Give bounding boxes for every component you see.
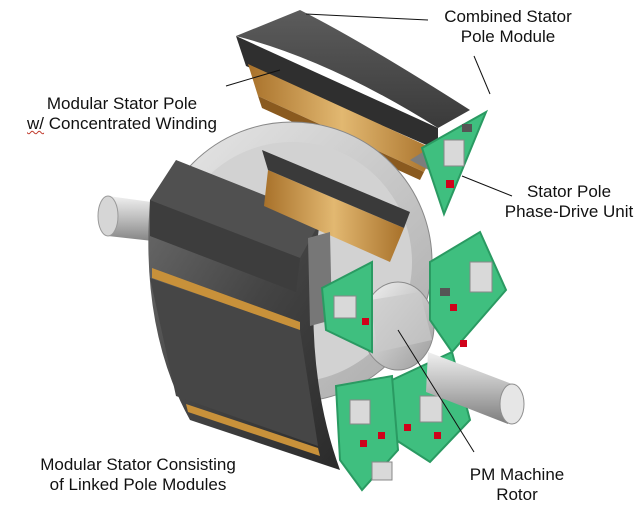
label-rotor-line2: Rotor [496, 485, 538, 504]
stator-body [148, 150, 410, 470]
label-stator-pole-phase-drive-unit: Stator Pole Phase-Drive Unit [496, 182, 642, 222]
winding-strip-1 [152, 268, 300, 330]
label-modular-pole-prefix: w/ [27, 114, 45, 133]
phase-drive-chip [443, 139, 465, 167]
label-combined-stator-pole-module: Combined Stator Pole Module [420, 7, 596, 47]
label-modular-pole-line1: Modular Stator Pole [46, 94, 198, 113]
pm-rotor-face [361, 281, 435, 371]
stator-pole-upper [150, 160, 322, 258]
label-modular-pole-rest: Concentrated Winding [44, 114, 217, 133]
leader-combined-module [305, 13, 429, 21]
leader-rotor [397, 329, 475, 453]
label-modular-stator-line1: Modular Stator Consisting [40, 455, 236, 474]
label-rotor-line1: PM Machine [469, 465, 565, 484]
inner-pole-top [262, 150, 410, 228]
stator-pole-upper-face [150, 200, 300, 292]
module-winding [248, 64, 436, 172]
label-modular-stator-linked: Modular Stator Consisting of Linked Pole… [8, 455, 268, 495]
label-modular-stator-pole: Modular Stator Pole w/ Concentrated Wind… [2, 94, 242, 134]
leader-phase-drive [461, 175, 513, 197]
stator-pole-lower [150, 278, 318, 446]
leader-lines [225, 13, 513, 453]
module-core-top [236, 10, 470, 128]
inner-winding-top [264, 170, 404, 262]
front-phase-drive-boards [320, 230, 508, 492]
leader-combined-module-2 [473, 55, 491, 95]
phase-drive-cap [446, 180, 454, 188]
phase-drive-unit [420, 109, 489, 217]
phase-drive-chip-small [462, 124, 472, 132]
label-phase-drive-line1: Stator Pole [526, 182, 612, 201]
label-combined-line2: Pole Module [460, 27, 556, 46]
rotor-shaft-front [426, 352, 525, 425]
label-pm-machine-rotor: PM Machine Rotor [452, 465, 582, 505]
winding-strip-2 [186, 404, 320, 456]
label-phase-drive-line2: Phase-Drive Unit [504, 202, 634, 221]
label-modular-stator-line2: of Linked Pole Modules [49, 475, 227, 494]
leader-modular-pole [225, 69, 281, 87]
label-modular-pole-line2: w/ Concentrated Winding [2, 114, 242, 134]
module-core-side [236, 36, 438, 150]
label-combined-line1: Combined Stator [444, 7, 572, 26]
